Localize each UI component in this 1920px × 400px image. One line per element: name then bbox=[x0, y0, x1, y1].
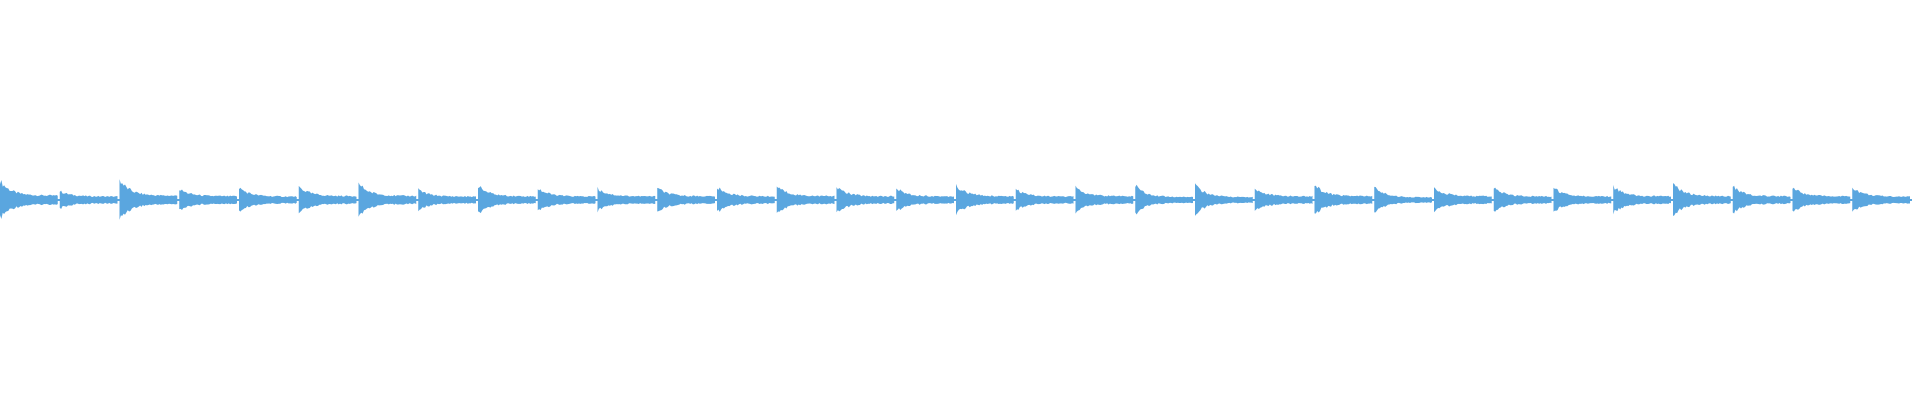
waveform-event-12 bbox=[657, 187, 715, 212]
waveform-event-29 bbox=[1673, 183, 1731, 217]
waveform-event-21 bbox=[1195, 183, 1253, 216]
waveform-event-24 bbox=[1374, 186, 1432, 213]
waveform-event-30 bbox=[1732, 185, 1791, 214]
waveform-event-6 bbox=[298, 185, 357, 214]
waveform-event-23 bbox=[1314, 185, 1373, 214]
waveform-event-8 bbox=[418, 188, 476, 212]
waveform-event-28 bbox=[1613, 184, 1671, 215]
waveform-event-25 bbox=[1434, 187, 1492, 213]
waveform-event-11 bbox=[597, 186, 656, 213]
waveform-event-31 bbox=[1792, 187, 1851, 212]
waveform-event-18 bbox=[1015, 188, 1074, 211]
waveform-event-3 bbox=[119, 179, 178, 220]
waveform-event-14 bbox=[776, 186, 835, 213]
waveform-event-9 bbox=[478, 186, 536, 214]
waveform-event-1 bbox=[0, 180, 58, 219]
waveform-event-16 bbox=[896, 188, 954, 211]
waveform-event-5 bbox=[239, 187, 297, 212]
waveform-event-17 bbox=[956, 183, 1014, 216]
waveform-event-19 bbox=[1075, 185, 1134, 214]
waveform-event-2 bbox=[59, 190, 118, 209]
waveform-event-27 bbox=[1553, 187, 1612, 212]
waveform-event-26 bbox=[1493, 187, 1552, 212]
waveform-event-13 bbox=[717, 187, 775, 212]
waveform-event-10 bbox=[537, 189, 596, 211]
waveform-event-7 bbox=[358, 182, 417, 217]
waveform-event-4 bbox=[179, 189, 237, 211]
waveform-event-15 bbox=[836, 187, 895, 213]
waveform-event-32 bbox=[1852, 187, 1910, 212]
waveform-event-22 bbox=[1254, 188, 1313, 211]
waveform-event-20 bbox=[1135, 184, 1193, 215]
